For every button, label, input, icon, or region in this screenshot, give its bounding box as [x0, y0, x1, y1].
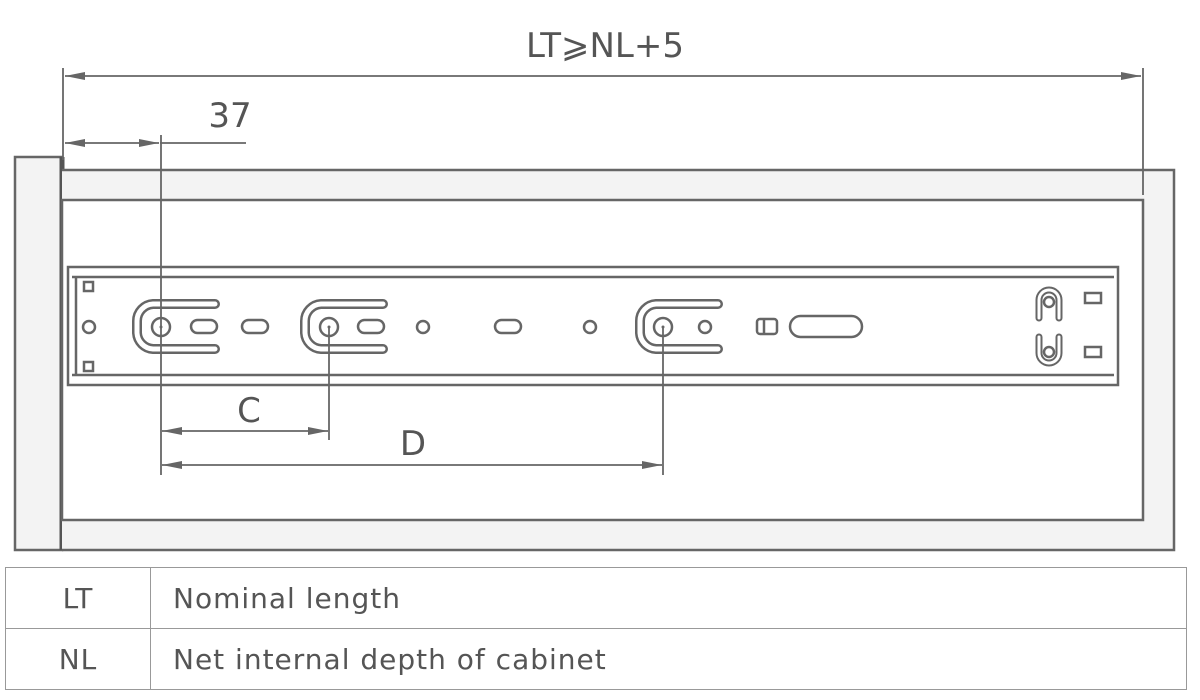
- dimension-c-label: C: [237, 391, 261, 431]
- dimension-lines: [62, 68, 1144, 475]
- table-row: LT Nominal length: [5, 567, 1187, 629]
- cabinet-side-panel: [13, 155, 64, 552]
- legend-abbr: LT: [5, 567, 151, 629]
- overall-length-label: LT⩾NL+5: [526, 26, 684, 66]
- dimension-d-label: D: [400, 424, 426, 464]
- slide-rail: [66, 265, 1120, 387]
- offset-37-label: 37: [208, 96, 251, 136]
- legend-table: LT Nominal length NL Net internal depth …: [5, 567, 1187, 690]
- drawer-slide-diagram: LT⩾NL+5 37 C D: [13, 26, 1176, 552]
- legend-meaning: Nominal length: [150, 567, 1187, 629]
- mounting-bracket-2: [299, 299, 388, 354]
- legend-meaning: Net internal depth of cabinet: [150, 628, 1187, 690]
- legend-abbr: NL: [5, 628, 151, 690]
- table-row: NL Net internal depth of cabinet: [5, 628, 1187, 690]
